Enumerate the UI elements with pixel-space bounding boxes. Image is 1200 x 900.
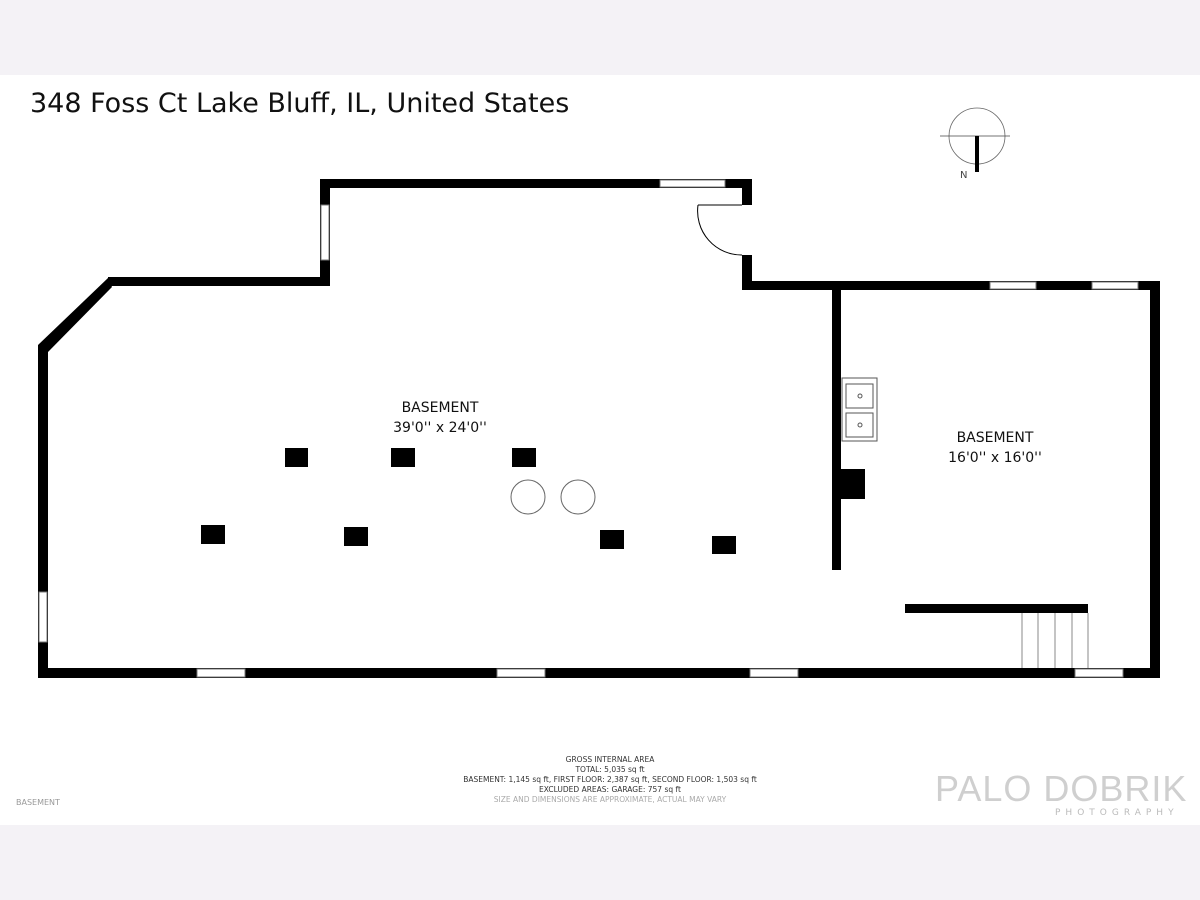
- room-label-basement-main: BASEMENT 39'0'' x 24'0'': [340, 398, 540, 438]
- wall-stair: [905, 604, 1088, 613]
- window: [749, 668, 799, 678]
- windows: [38, 179, 1139, 678]
- area-excluded: EXCLUDED AREAS: GARAGE: 757 sq ft: [539, 785, 681, 794]
- area-floors: BASEMENT: 1,145 sq ft, FIRST FLOOR: 2,38…: [463, 775, 757, 784]
- round-fixtures: [510, 479, 596, 515]
- photographer-logo: PALO DOBRIK PHOTOGRAPHY: [935, 770, 1195, 819]
- room-dimensions: 39'0'' x 24'0'': [393, 420, 487, 436]
- wall-top-left: [108, 277, 330, 286]
- column: [512, 448, 536, 467]
- room-label-basement-small: BASEMENT 16'0'' x 16'0'': [895, 428, 1095, 468]
- window: [38, 591, 48, 643]
- column: [600, 530, 624, 549]
- area-heading: GROSS INTERNAL AREA: [565, 755, 655, 764]
- column: [712, 536, 736, 554]
- compass-icon: N: [940, 107, 1010, 181]
- columns: [201, 448, 865, 554]
- area-summary: GROSS INTERNAL AREA TOTAL: 5,035 sq ft B…: [370, 755, 850, 805]
- window: [659, 179, 726, 188]
- wall-bottom: [38, 668, 1160, 678]
- floor-name: BASEMENT: [16, 798, 60, 807]
- column: [285, 448, 308, 467]
- logo-name: PALO DOBRIK: [935, 768, 1188, 809]
- wall-diagonal: [38, 278, 112, 352]
- area-disclaimer: SIZE AND DIMENSIONS ARE APPROXIMATE, ACT…: [493, 795, 727, 804]
- room-dimensions: 16'0'' x 16'0'': [948, 450, 1042, 466]
- stairs: [1021, 613, 1089, 668]
- sink: [841, 377, 878, 442]
- window: [989, 281, 1037, 290]
- column: [391, 448, 415, 467]
- window: [196, 668, 246, 678]
- wall-top: [320, 179, 752, 188]
- door: [697, 204, 752, 256]
- window: [1074, 668, 1124, 678]
- window: [1091, 281, 1139, 290]
- property-address: 348 Foss Ct Lake Bluff, IL, United State…: [30, 88, 570, 119]
- window: [496, 668, 546, 678]
- wall-top-right: [742, 281, 1160, 290]
- floor-plan-sheet: [0, 75, 1200, 825]
- wall-partition: [832, 290, 841, 570]
- column: [344, 527, 368, 546]
- logo-sub: PHOTOGRAPHY: [1055, 808, 1179, 818]
- wall-right: [1150, 281, 1160, 678]
- area-total: TOTAL: 5,035 sq ft: [575, 765, 645, 774]
- compass-label: N: [960, 170, 967, 181]
- wall-left: [38, 345, 48, 678]
- column: [841, 469, 865, 499]
- room-name: BASEMENT: [401, 400, 479, 416]
- room-name: BASEMENT: [956, 430, 1034, 446]
- window: [320, 204, 330, 261]
- column: [201, 525, 225, 544]
